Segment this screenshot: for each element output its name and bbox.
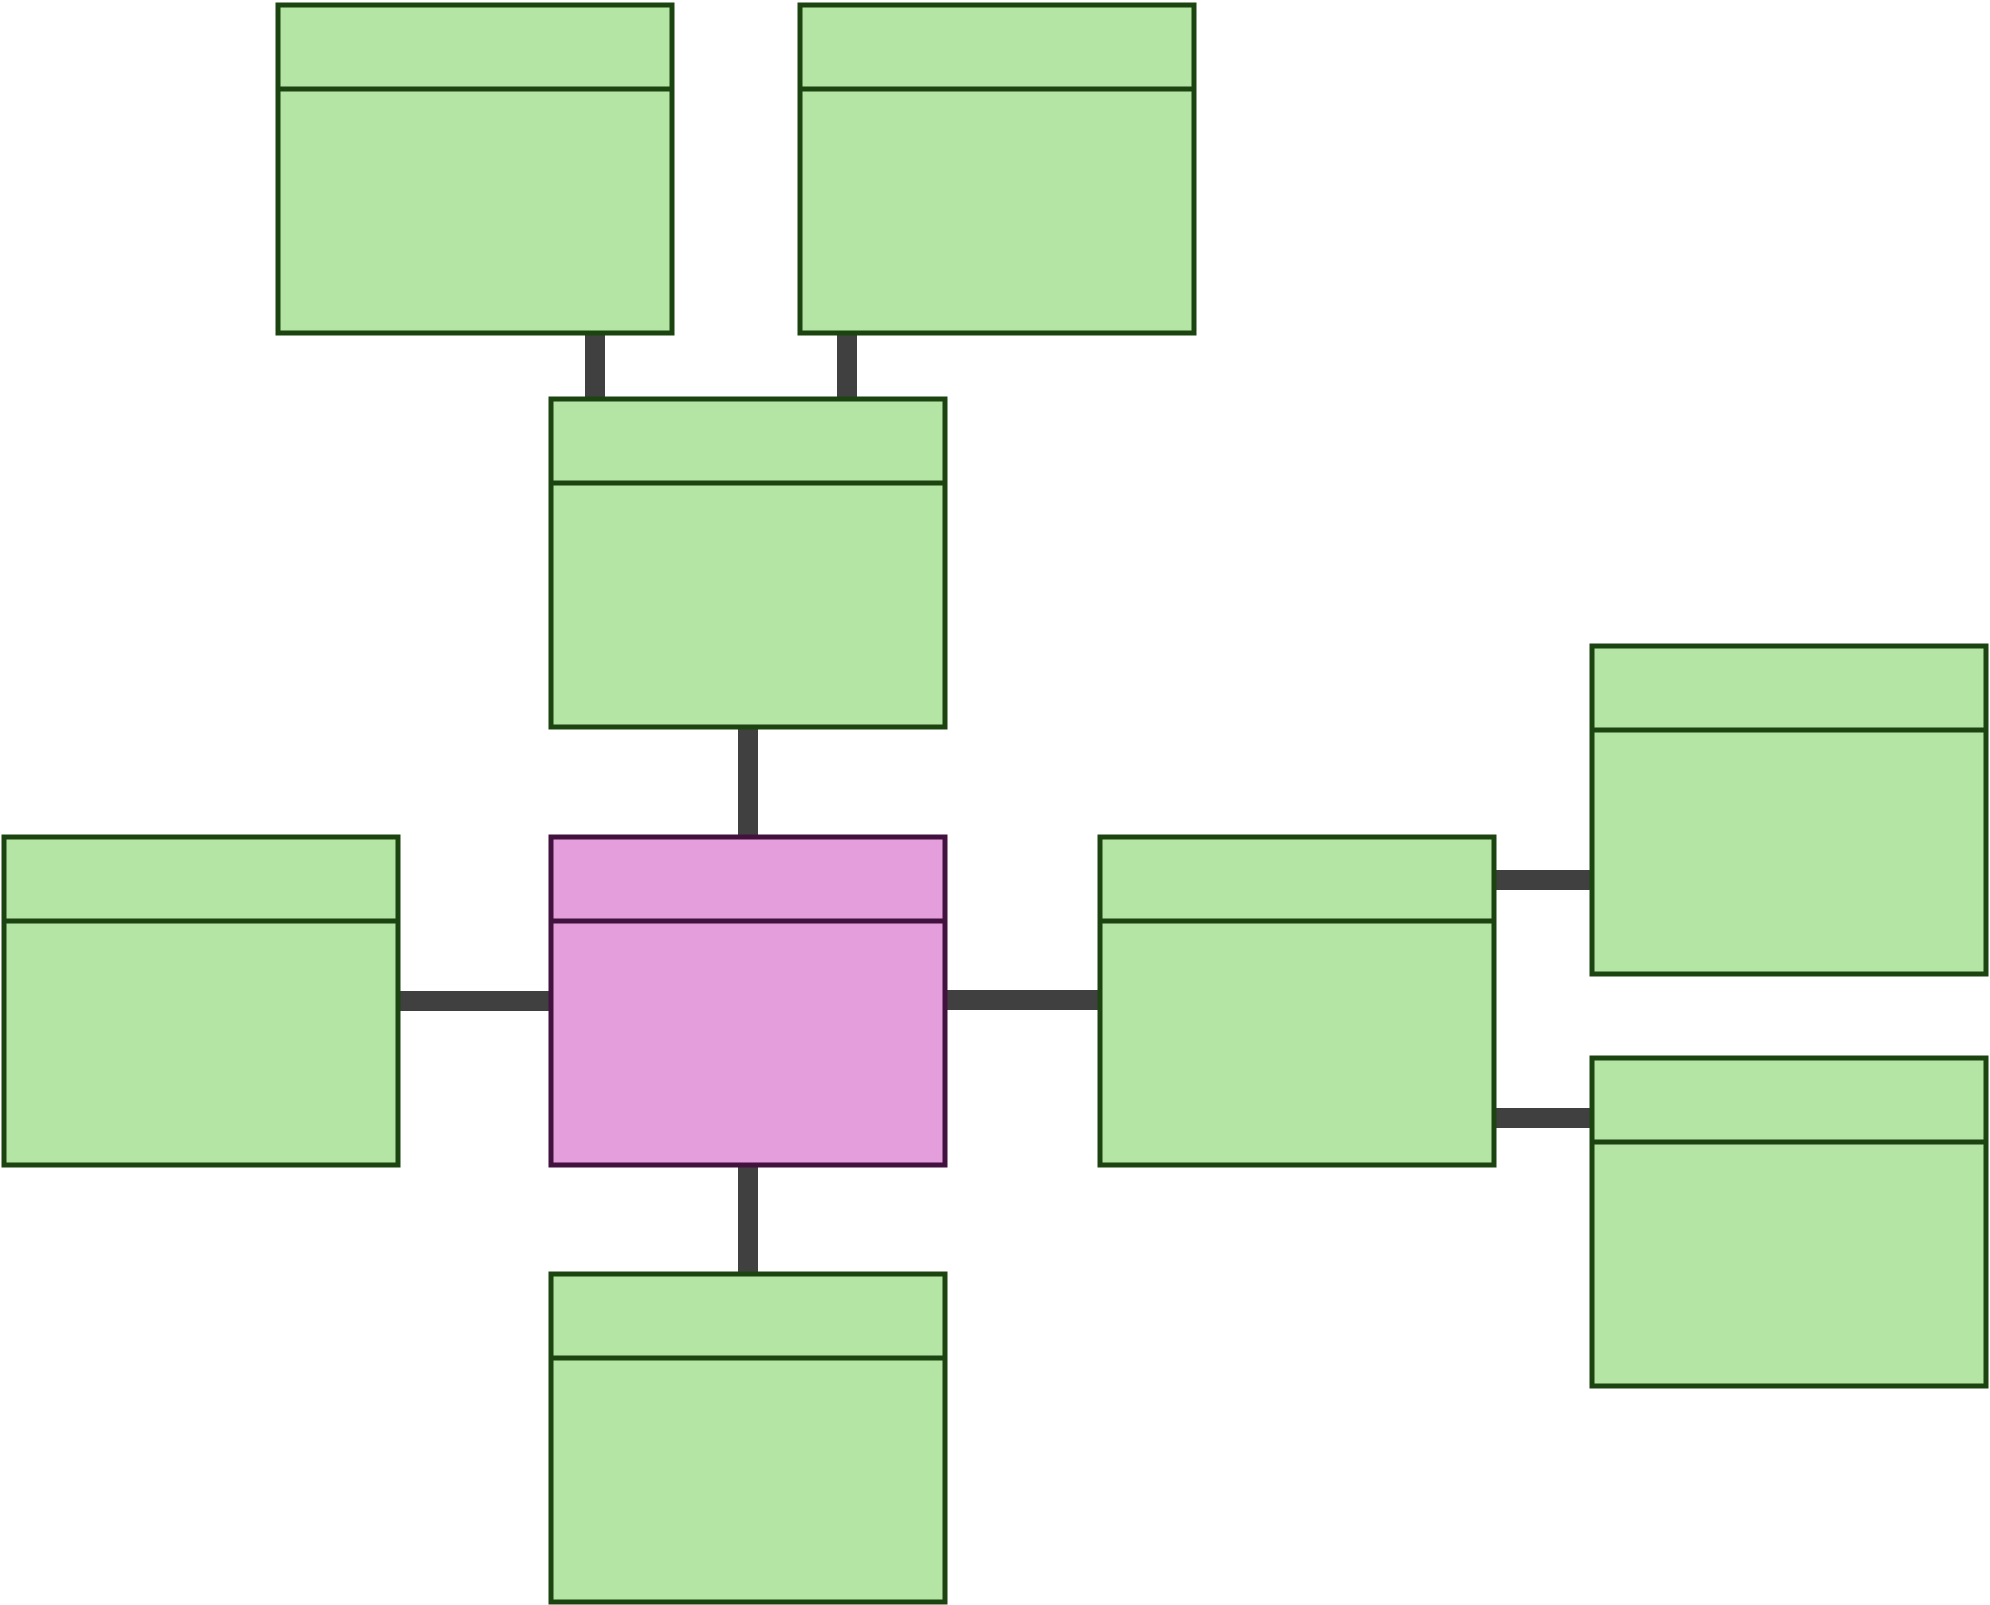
class-box-body bbox=[548, 1355, 948, 1605]
connector-layer bbox=[398, 333, 1592, 1274]
class-box-header bbox=[548, 834, 948, 924]
class-box-body bbox=[548, 480, 948, 730]
class-box-far-right-top[interactable] bbox=[1589, 643, 1989, 977]
class-box-bottom[interactable] bbox=[548, 1271, 948, 1605]
class-box-center[interactable] bbox=[548, 834, 948, 1168]
class-box-body bbox=[1589, 727, 1989, 977]
class-box-body bbox=[1097, 918, 1497, 1168]
class-box-header bbox=[797, 2, 1197, 92]
class-box-upper-middle[interactable] bbox=[548, 396, 948, 730]
class-box-header bbox=[1589, 1055, 1989, 1145]
class-box-header bbox=[548, 1271, 948, 1361]
class-box-header bbox=[1589, 643, 1989, 733]
class-box-body bbox=[275, 86, 675, 336]
class-box-top-right[interactable] bbox=[797, 2, 1197, 336]
class-box-header bbox=[275, 2, 675, 92]
class-box-body bbox=[1589, 1139, 1989, 1389]
class-box-top-left[interactable] bbox=[275, 2, 675, 336]
class-box-header bbox=[1097, 834, 1497, 924]
class-box-body bbox=[797, 86, 1197, 336]
class-box-header bbox=[1, 834, 401, 924]
class-box-far-right-bottom[interactable] bbox=[1589, 1055, 1989, 1389]
class-box-left[interactable] bbox=[1, 834, 401, 1168]
class-box-header bbox=[548, 396, 948, 486]
class-box-body bbox=[548, 918, 948, 1168]
class-box-body bbox=[1, 918, 401, 1168]
class-box-right[interactable] bbox=[1097, 834, 1497, 1168]
